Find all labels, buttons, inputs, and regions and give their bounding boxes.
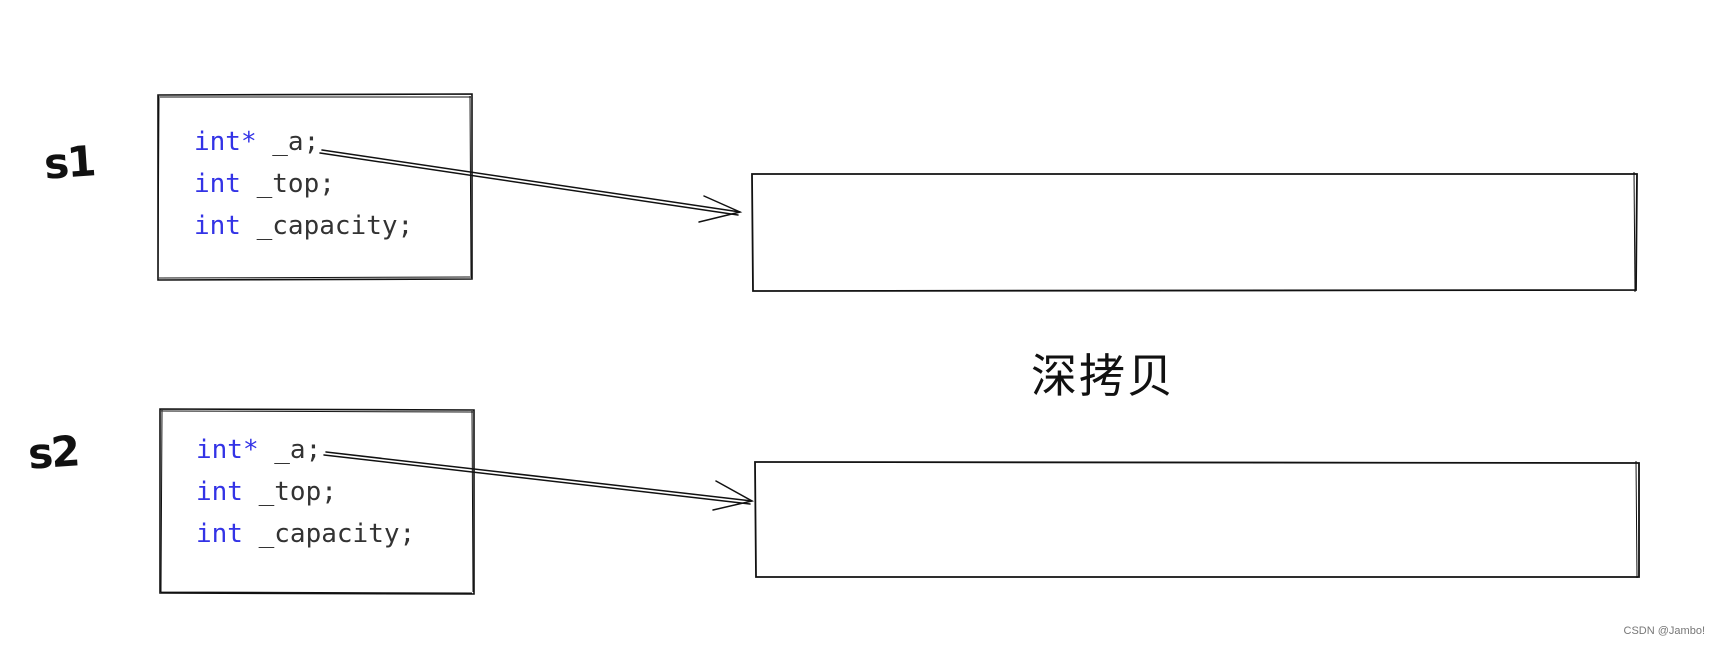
field-capacity: int _capacity; [196, 519, 415, 549]
field-name: _top; [242, 477, 337, 507]
field-capacity: int _capacity; [194, 211, 413, 241]
field-name: _a; [256, 127, 320, 157]
pointer-arrow-1 [319, 149, 743, 223]
var-label-s1: s1 [42, 136, 96, 189]
watermark: CSDN @Jambo! [1623, 625, 1705, 637]
struct-box-s1 [157, 93, 473, 281]
field-a: int* _a; [196, 435, 321, 465]
field-name: _capacity; [240, 211, 414, 241]
field-type: int [196, 477, 243, 507]
heap-block-2 [754, 460, 1640, 579]
diagram-caption: 深拷贝 [1031, 349, 1175, 403]
field-type: int [196, 519, 243, 549]
field-type: int [194, 169, 241, 199]
struct-box-s2 [159, 408, 475, 595]
heap-block-1 [751, 171, 1638, 293]
field-top: int _top; [194, 169, 335, 199]
field-type: int [194, 211, 241, 241]
field-top: int _top; [196, 477, 337, 507]
var-label-s2: s2 [26, 426, 80, 479]
field-type: int* [194, 127, 257, 157]
field-a: int* _a; [194, 127, 319, 157]
pointer-arrow-2 [323, 451, 755, 511]
field-type: int* [196, 435, 259, 465]
field-name: _top; [240, 169, 335, 199]
field-name: _capacity; [242, 519, 416, 549]
field-name: _a; [258, 435, 322, 465]
